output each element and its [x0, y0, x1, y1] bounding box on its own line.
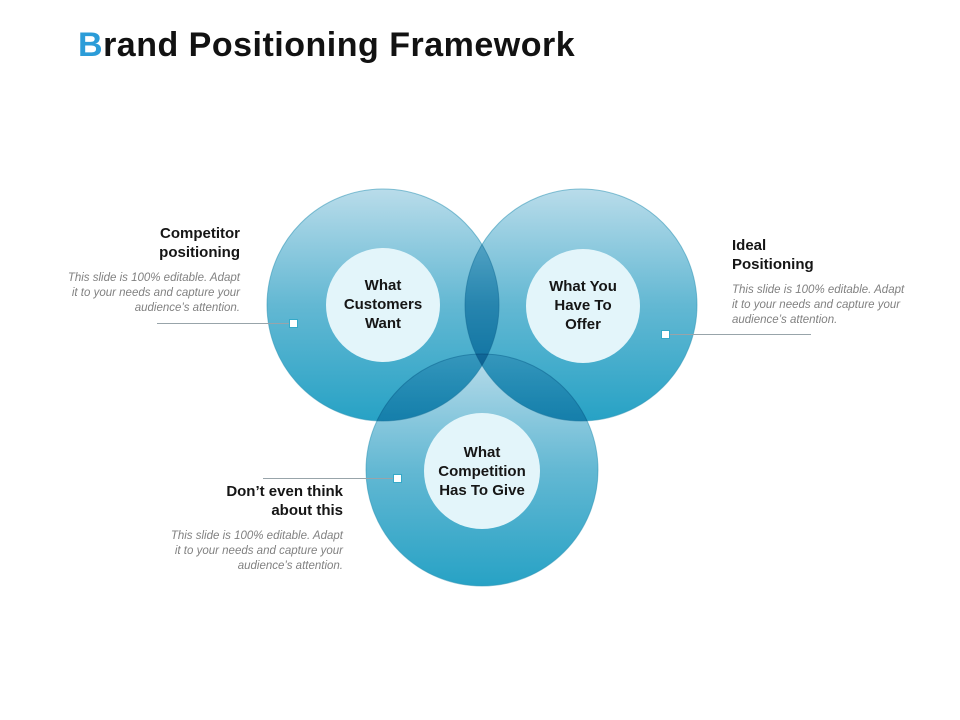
inner-circle-customers [326, 248, 440, 362]
annotation-dont-even-think: Don’t even think about this This slide i… [163, 482, 343, 575]
annotation-ideal-positioning: Ideal Positioning This slide is 100% edi… [732, 236, 922, 329]
annotation-heading: Competitor positioning [159, 225, 240, 262]
marker-square-bottom [393, 474, 402, 483]
annotation-heading: Ideal Positioning [732, 237, 814, 274]
marker-square-left [289, 319, 298, 328]
annotation-body: This slide is 100% editable. Adapt it to… [67, 272, 240, 315]
annotation-competitor-positioning: Competitor positioning This slide is 100… [60, 224, 240, 317]
annotation-body: This slide is 100% editable. Adapt it to… [170, 530, 343, 573]
connector-line-bottom [263, 478, 393, 479]
title-accent-letter: B [78, 26, 104, 64]
title-text: rand Positioning Framework [103, 26, 576, 64]
circle-label-competition: What Competition Has To Give [438, 444, 526, 500]
annotation-heading: Don’t even think about this [226, 483, 343, 520]
connector-line-left [157, 323, 289, 324]
page-title: Brand Positioning Framework [78, 26, 575, 65]
marker-square-right [661, 330, 670, 339]
inner-circle-competition [424, 413, 540, 529]
connector-line-right [670, 334, 811, 335]
annotation-body: This slide is 100% editable. Adapt it to… [732, 284, 905, 327]
inner-circle-offer [526, 249, 640, 363]
circle-label-customers: What Customers Want [343, 277, 423, 333]
circle-label-offer: What You Have To Offer [549, 278, 617, 334]
